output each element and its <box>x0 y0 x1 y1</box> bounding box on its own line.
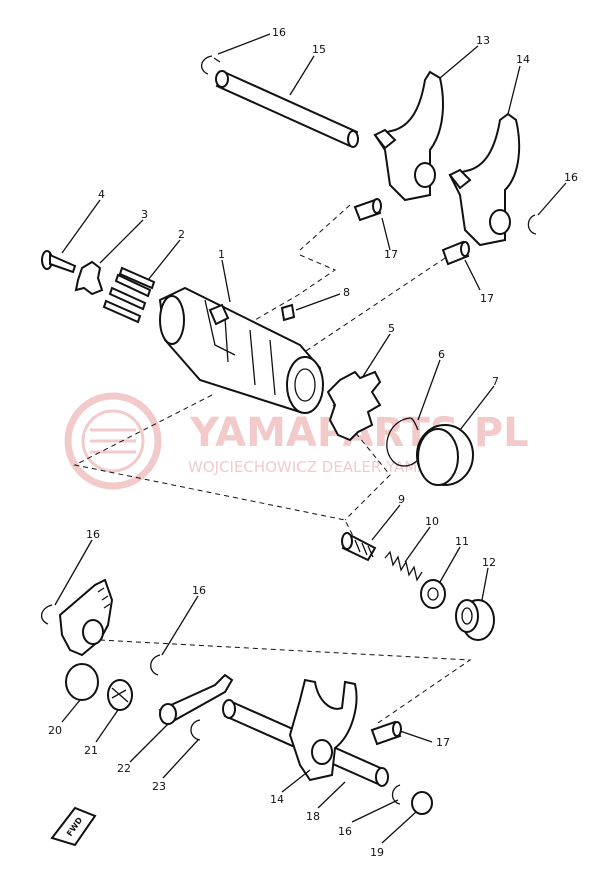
circlip-lower-mid <box>150 654 161 676</box>
guide-pin-17a <box>353 198 382 222</box>
guide-pin-17c <box>370 720 402 746</box>
guide-pin-17b <box>441 240 470 266</box>
clip-23 <box>190 719 201 741</box>
callout-4: 4 <box>98 188 105 201</box>
callout-5: 5 <box>388 322 395 335</box>
spring-10 <box>384 550 423 582</box>
callout-9: 9 <box>398 493 405 506</box>
fwd-arrow-icon: FWD <box>50 806 97 847</box>
callout-21: 21 <box>84 744 98 757</box>
callout-12: 12 <box>482 556 496 569</box>
cap-7 <box>416 424 474 486</box>
stopper-cam-5 <box>326 370 382 442</box>
shift-fork-14-lower <box>288 678 358 782</box>
callout-3: 3 <box>141 208 148 221</box>
callout-22: 22 <box>117 762 131 775</box>
lever-22 <box>158 673 234 725</box>
leader-lines <box>54 33 567 844</box>
callout-labels: 16 15 13 14 16 4 3 2 1 17 17 8 5 6 7 9 1… <box>48 26 578 859</box>
watermark-tagline: WOJCIECHOWICZ DEALER YAMAHA <box>188 458 450 476</box>
callout-11: 11 <box>455 535 469 548</box>
shift-fork-shaft-upper <box>215 70 359 148</box>
pin-8 <box>280 303 296 322</box>
callout-14: 14 <box>270 793 284 806</box>
callout-14: 14 <box>516 53 530 66</box>
callout-2: 2 <box>178 228 185 241</box>
circlip-6 <box>386 417 419 467</box>
callout-18: 18 <box>306 810 320 823</box>
callout-17: 17 <box>480 292 494 305</box>
circlip-upper-right <box>527 214 537 235</box>
callout-10: 10 <box>425 515 439 528</box>
pins-2 <box>102 266 156 324</box>
shift-fork-13 <box>373 70 444 202</box>
callout-16: 16 <box>564 171 578 184</box>
callout-16: 16 <box>272 26 286 39</box>
shift-drum-1 <box>158 286 324 414</box>
washer-11 <box>420 579 446 609</box>
shift-arm-20 <box>58 578 114 701</box>
callout-8: 8 <box>343 286 350 299</box>
callout-23: 23 <box>152 780 166 793</box>
callout-1: 1 <box>218 248 225 261</box>
shift-fork-14-upper <box>448 112 521 247</box>
callout-17: 17 <box>384 248 398 261</box>
plunger-9 <box>341 532 377 562</box>
watermark-logo-icon <box>64 392 162 490</box>
callout-16: 16 <box>338 825 352 838</box>
callout-16: 16 <box>192 584 206 597</box>
callout-15: 15 <box>312 43 326 56</box>
callout-17: 17 <box>436 736 450 749</box>
circlip-upper-left <box>201 55 221 75</box>
circlip-lower-left <box>41 604 53 625</box>
callout-19: 19 <box>370 846 384 859</box>
screw-4 <box>41 250 77 274</box>
callout-6: 6 <box>438 348 445 361</box>
roller-21 <box>107 679 133 711</box>
cap-19 <box>411 791 433 815</box>
callout-7: 7 <box>492 375 499 388</box>
callout-13: 13 <box>476 34 490 47</box>
plug-bolt-12 <box>455 599 495 641</box>
callout-20: 20 <box>48 724 62 737</box>
callout-16: 16 <box>86 528 100 541</box>
circlip-lower-right <box>391 784 401 805</box>
segment-3 <box>74 260 104 296</box>
